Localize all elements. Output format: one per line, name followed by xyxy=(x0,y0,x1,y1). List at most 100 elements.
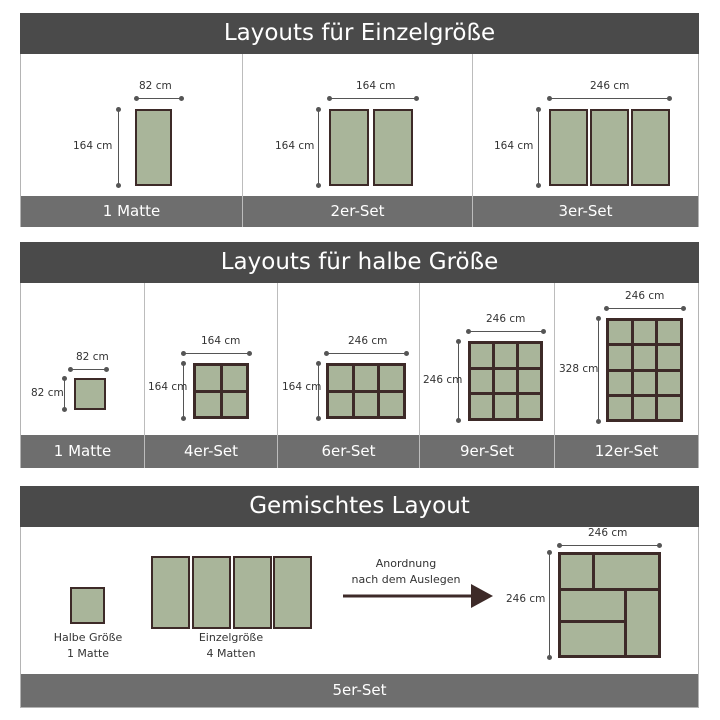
height-dimension-line xyxy=(118,109,119,186)
height-dimension-line xyxy=(538,109,539,186)
tatami-mat xyxy=(135,109,172,186)
dimension-endpoint xyxy=(536,107,541,112)
half-size-caption: Halbe Größe 1 Matte xyxy=(45,630,131,662)
width-dimension-line xyxy=(549,98,669,99)
tatami-mat xyxy=(233,556,272,629)
height-dimension-line xyxy=(458,341,459,421)
half-size-label: Halbe Größe xyxy=(53,631,123,644)
layout-cell-6-set: 246 cm 164 cm 6er-Set xyxy=(278,283,420,468)
layout-cell-4-set: 164 cm 164 cm 4er-Set xyxy=(145,283,278,468)
dimension-endpoint xyxy=(547,655,552,660)
height-label: 164 cm xyxy=(275,140,315,152)
dimension-endpoint xyxy=(604,306,609,311)
height-label: 164 cm xyxy=(282,381,322,393)
width-dimension-line xyxy=(70,369,107,370)
dimension-endpoint xyxy=(667,96,672,101)
section-title: Layouts für halbe Größe xyxy=(20,242,699,283)
dimension-endpoint xyxy=(179,96,184,101)
layout-cell-3-set: 246 cm 164 cm 3er-Set xyxy=(473,54,698,227)
width-dimension-line xyxy=(468,331,543,332)
width-dimension-line xyxy=(326,353,406,354)
dimension-endpoint xyxy=(466,329,471,334)
dimension-endpoint xyxy=(181,361,186,366)
mat-grid-3x2 xyxy=(326,363,406,419)
dimension-endpoint xyxy=(596,419,601,424)
layout-caption: 12er-Set xyxy=(555,435,698,468)
layout-cell-half-1-mat: 82 cm 82 cm 1 Matte xyxy=(21,283,145,468)
dimension-endpoint xyxy=(316,361,321,366)
width-label: 164 cm xyxy=(201,335,241,347)
arrow-caption-line2: nach dem Auslegen xyxy=(351,573,461,586)
section-mixed-layout: Gemischtes Layout Halbe Größe 1 Matte Ei… xyxy=(20,486,699,708)
dimension-endpoint xyxy=(62,407,67,412)
layout-caption: 6er-Set xyxy=(278,435,419,468)
single-size-label: Einzelgröße xyxy=(198,631,264,644)
layout-caption: 1 Matte xyxy=(21,435,144,468)
height-label: 246 cm xyxy=(506,593,546,605)
width-label: 246 cm xyxy=(486,313,526,325)
width-dimension-line xyxy=(606,308,683,309)
dimension-endpoint xyxy=(104,367,109,372)
height-label: 164 cm xyxy=(73,140,113,152)
dimension-endpoint xyxy=(116,183,121,188)
layout-caption: 2er-Set xyxy=(243,196,472,227)
dimension-endpoint xyxy=(557,543,562,548)
dimension-endpoint xyxy=(596,316,601,321)
height-label: 328 cm xyxy=(559,363,599,375)
dimension-endpoint xyxy=(181,351,186,356)
dimension-endpoint xyxy=(681,306,686,311)
dimension-endpoint xyxy=(404,351,409,356)
tatami-mat xyxy=(373,109,413,186)
section-half-size: Layouts für halbe Größe 82 cm 82 cm 1 Ma… xyxy=(20,242,699,468)
height-label: 164 cm xyxy=(494,140,534,152)
single-size-count: 4 Matten xyxy=(206,647,256,660)
height-label: 164 cm xyxy=(148,381,188,393)
height-label: 82 cm xyxy=(31,387,64,399)
height-dimension-line xyxy=(318,109,319,186)
dimension-endpoint xyxy=(547,550,552,555)
dimension-endpoint xyxy=(62,376,67,381)
section-single-size: Layouts für Einzelgröße 82 cm 164 cm 1 M… xyxy=(20,13,699,227)
tatami-mat xyxy=(549,109,588,186)
mat-grid-2x2 xyxy=(193,363,249,419)
width-label: 246 cm xyxy=(590,80,630,92)
height-dimension-line xyxy=(183,363,184,419)
layout-caption: 9er-Set xyxy=(420,435,554,468)
tatami-mat xyxy=(329,109,369,186)
layout-cell-9-set: 246 cm 246 cm 9er-Set xyxy=(420,283,555,468)
height-dimension-line xyxy=(64,378,65,410)
dimension-endpoint xyxy=(657,543,662,548)
dimension-endpoint xyxy=(116,107,121,112)
layout-cell-2-set: 164 cm 164 cm 2er-Set xyxy=(243,54,473,227)
tatami-mat xyxy=(192,556,231,629)
layout-caption: 1 Matte xyxy=(21,196,242,227)
width-dimension-line xyxy=(329,98,416,99)
single-mat-cell xyxy=(595,555,658,588)
mat-grid-3x3 xyxy=(468,341,543,421)
height-dimension-line xyxy=(549,552,550,658)
width-label: 82 cm xyxy=(76,351,109,363)
layout-caption: 5er-Set xyxy=(21,674,698,707)
tatami-mat-half xyxy=(70,587,105,624)
dimension-endpoint xyxy=(68,367,73,372)
width-label: 246 cm xyxy=(588,527,628,539)
dimension-endpoint xyxy=(316,416,321,421)
dimension-endpoint xyxy=(181,416,186,421)
section-title: Gemischtes Layout xyxy=(20,486,699,527)
dimension-endpoint xyxy=(327,96,332,101)
width-dimension-line xyxy=(183,353,249,354)
mat-grid-3x4 xyxy=(606,318,683,422)
arrow-caption: Anordnung nach dem Auslegen xyxy=(346,556,466,588)
dimension-endpoint xyxy=(316,183,321,188)
width-label: 246 cm xyxy=(348,335,388,347)
dimension-endpoint xyxy=(541,329,546,334)
arrow-right-icon xyxy=(343,584,493,608)
width-label: 82 cm xyxy=(139,80,172,92)
dimension-endpoint xyxy=(547,96,552,101)
width-label: 164 cm xyxy=(356,80,396,92)
tatami-mat-half xyxy=(74,378,106,410)
mixed-layout-result xyxy=(558,552,661,658)
layout-cell-1-mat: 82 cm 164 cm 1 Matte xyxy=(21,54,243,227)
half-mat-cell xyxy=(561,555,592,588)
tatami-mat xyxy=(151,556,190,629)
